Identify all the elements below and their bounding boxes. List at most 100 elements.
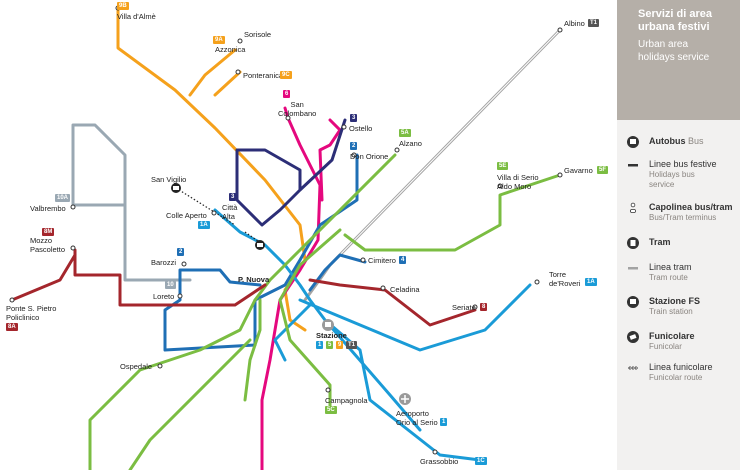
stop-barozzi: Barozzi	[151, 258, 177, 267]
legend-linee-bus-en: Holidays bus service	[649, 170, 695, 189]
funicular-icon	[627, 331, 639, 343]
badge-8m: 8M	[42, 228, 55, 236]
funicular-icon-cittaalta	[255, 240, 265, 250]
badge-3-citta: 3	[229, 193, 237, 201]
train-station-map-icon	[322, 319, 334, 331]
stop-stazione: Stazione	[316, 331, 347, 340]
legend-item-tram: Tram	[627, 237, 739, 253]
stop-albino: Albino	[564, 19, 585, 28]
tram-icon	[627, 237, 639, 249]
badge-1-aeroporto: 1	[440, 418, 448, 426]
legend-linee-bus-label: Linee bus festive	[649, 159, 717, 169]
legend-autobus-en: Bus	[688, 136, 704, 146]
route-10	[71, 123, 192, 282]
legend-panel: Servizi di area urbana festivi Urban are…	[617, 0, 740, 470]
route-9	[116, 6, 307, 332]
badge-t1-albino: T1	[588, 19, 600, 27]
stop-villa-alme: Villa d'Almè	[117, 12, 156, 21]
route-t1	[303, 28, 562, 302]
legend-title: Servizi di area urbana festivi	[638, 8, 712, 33]
badge-8: 8	[480, 303, 488, 311]
badge-5e: 5E	[497, 162, 509, 170]
stop-seriate: Seriate	[452, 303, 476, 312]
stop-grassobbio: Grassobbio	[420, 457, 459, 466]
stop-cimitero: Cimitero	[368, 256, 396, 265]
stop-san-vigilio: San Vigilio	[151, 175, 187, 184]
badge-5a: 5A	[399, 129, 411, 137]
airplane-icon	[399, 393, 411, 405]
badge-stazione-1: 1	[316, 341, 324, 349]
stop-citta-alta: Città Alta	[222, 203, 238, 221]
stop-valbrembo: Valbrembo	[30, 204, 66, 213]
holiday-bus-line-icon	[628, 164, 638, 167]
legend-capolinea-en: Bus/Tram terminus	[649, 213, 717, 222]
stop-ponteranica: Ponteranica	[243, 71, 284, 80]
bus-icon	[627, 136, 639, 148]
stop-p-nuova: P. Nuova	[238, 275, 270, 284]
stop-don-orione: Don Orione	[350, 152, 389, 161]
legend-linea-tram-en: Tram route	[649, 273, 688, 282]
legend-funicolare-label: Funicolare	[649, 331, 695, 341]
legend-stazione-en: Train station	[649, 307, 693, 316]
badge-10: 10	[165, 281, 176, 289]
funicular-icon-sanvigilio	[171, 183, 181, 193]
legend-item-linea-tram: Linea tram Tram route	[627, 262, 739, 286]
badge-stazione-5: 5	[326, 341, 334, 349]
badge-8a: 8A	[6, 323, 18, 331]
funicular-line-icon	[628, 366, 638, 370]
stop-celadina: Celadina	[390, 285, 420, 294]
stop-azzonica: Azzonica	[215, 45, 246, 54]
legend-tram-label: Tram	[649, 237, 671, 247]
tram-line-icon	[628, 267, 638, 270]
legend-linea-tram-label: Linea tram	[649, 262, 692, 272]
badge-2: 2	[350, 142, 358, 150]
stop-san-colombano: San Colombano	[278, 100, 317, 118]
stop-sorisole: Sorisole	[244, 30, 272, 39]
route-5	[88, 153, 562, 470]
legend-item-stazione-fs: Stazione FS Train station	[627, 296, 739, 320]
funicular-line	[175, 187, 263, 245]
legend-funicolare-en: Funicolar	[649, 342, 682, 351]
legend-header: Servizi di area urbana festivi Urban are…	[617, 0, 740, 120]
legend-linea-funicolare-en: Funicolar route	[649, 373, 703, 382]
route-2	[163, 153, 359, 352]
route-8	[10, 248, 477, 327]
stop-villa-di-serio: Villa di Serio Aldo Moro	[497, 173, 539, 191]
badge-5c: 5C	[325, 406, 337, 414]
badge-3: 3	[350, 114, 358, 122]
badge-stazione-t1: T1	[346, 341, 358, 349]
badge-1a-torre: 1A	[585, 278, 597, 286]
legend-item-linea-funicolare: Linea funicolare Funicolar route	[627, 362, 739, 386]
train-station-icon	[627, 296, 639, 308]
legend-item-linee-bus: Linee bus festive Holidays bus service	[627, 159, 739, 195]
legend-item-funicolare: Funicolare Funicolar	[627, 331, 739, 355]
badge-1c: 1C	[475, 457, 487, 465]
badge-10a: 10A	[55, 194, 71, 202]
legend-subtitle: Urban area holidays service	[638, 39, 710, 63]
stop-ospedale: Ospedale	[120, 362, 153, 371]
badge-5f: 5F	[597, 166, 609, 174]
stop-campagnola: Campagnola	[325, 396, 368, 405]
stop-ostello: Ostello	[349, 124, 373, 133]
legend-autobus-label: Autobus	[649, 136, 686, 146]
terminus-icon	[630, 202, 636, 213]
badge-stazione-9: 9	[336, 341, 344, 349]
stop-ponte-s-pietro: Ponte S. Pietro Policlinico	[6, 304, 57, 322]
route-3	[235, 118, 347, 227]
badge-9a: 9A	[213, 36, 225, 44]
badge-4: 4	[399, 256, 407, 264]
stop-loreto: Loreto	[153, 292, 175, 301]
stop-gavarno: Gavarno	[564, 166, 593, 175]
badge-2-barozzi: 2	[177, 248, 185, 256]
badge-9b: 9B	[117, 2, 129, 10]
badge-9c: 9C	[280, 71, 292, 79]
badge-6: 6	[283, 90, 291, 98]
stop-mozzo: Mozzo Pascoletto	[30, 236, 66, 254]
legend-stazione-label: Stazione FS	[649, 296, 701, 306]
route-1	[213, 208, 532, 462]
legend-capolinea-label: Capolinea bus/tram	[649, 202, 733, 212]
legend-item-autobus: Autobus Bus	[627, 136, 739, 152]
legend-item-capolinea: Capolinea bus/tram Bus/Tram terminus	[627, 202, 739, 228]
stop-aeroporto: Aeroporto Orio al Serio	[396, 409, 438, 427]
stop-colle-aperto: Colle Aperto	[166, 211, 207, 220]
